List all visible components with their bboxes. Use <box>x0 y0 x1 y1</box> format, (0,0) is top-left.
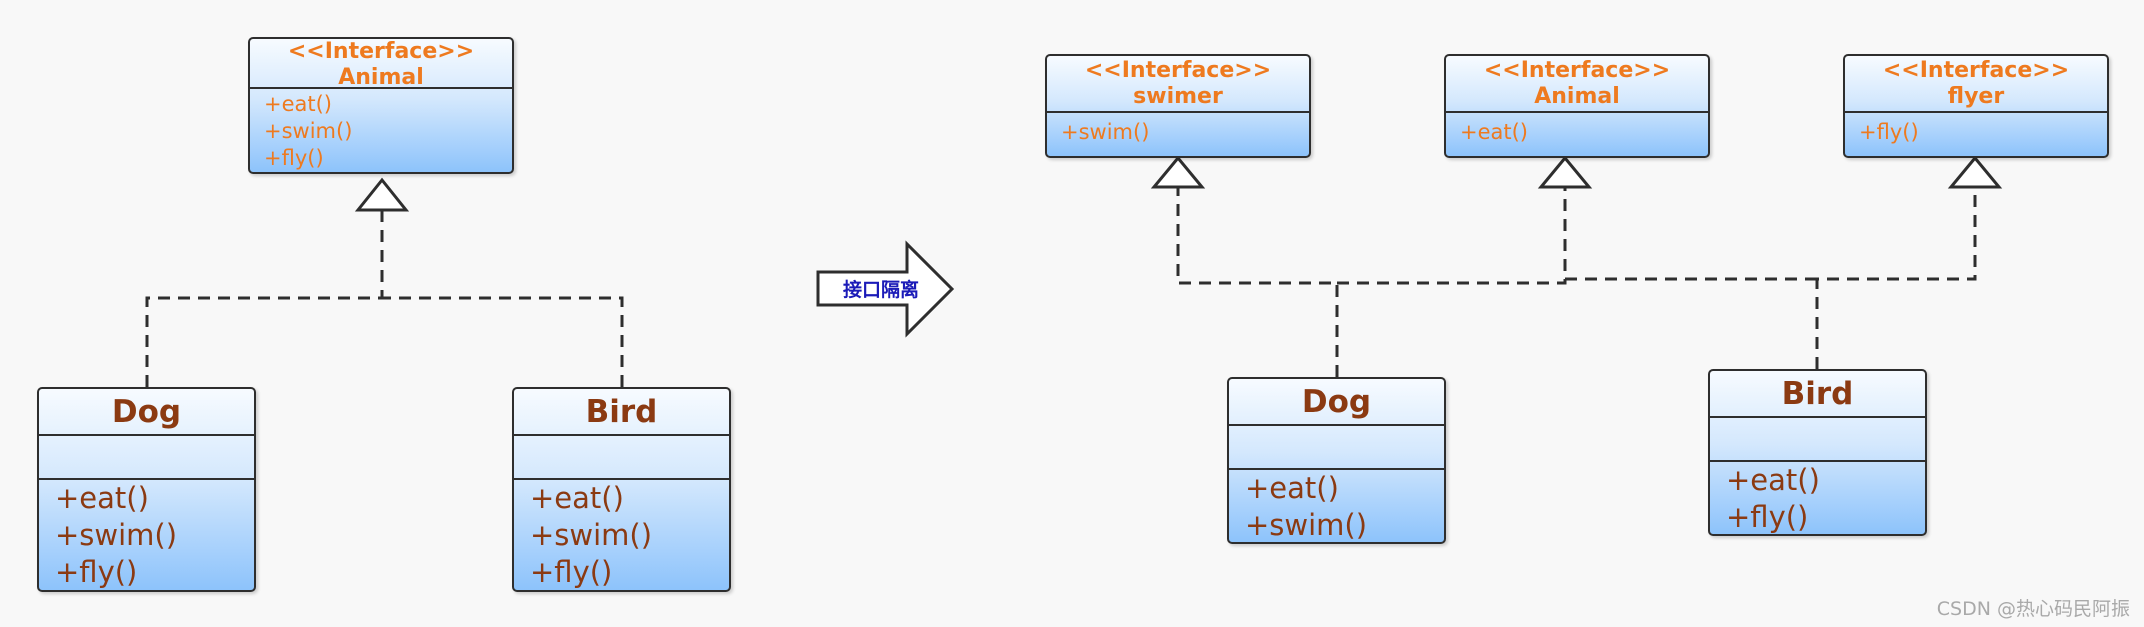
operation: +eat() <box>530 481 624 515</box>
operation: +eat() <box>1460 120 1529 144</box>
left-dog-realization-line <box>145 204 384 387</box>
swimer-interface[interactable]: <<Interface>> swimer +swim() <box>1045 54 1311 158</box>
stereotype-label: <<Interface>> <box>287 39 475 64</box>
stereotype-label: <<Interface>> <box>1483 58 1671 83</box>
right-dog-class[interactable]: Dog +eat() +swim() <box>1227 377 1446 544</box>
left-animal-triangle <box>354 177 410 212</box>
transform-arrow <box>816 240 955 338</box>
operation: +swim() <box>1061 120 1150 144</box>
operation: +fly() <box>55 555 138 589</box>
operation: +swim() <box>530 518 653 552</box>
operation: +eat() <box>55 481 149 515</box>
operation: +swim() <box>264 119 353 143</box>
stereotype-label: <<Interface>> <box>1084 58 1272 83</box>
operation: +fly() <box>1859 120 1919 144</box>
stereotype-label: <<Interface>> <box>1882 58 2070 83</box>
right-dog-realization-line <box>1176 186 1567 377</box>
operation: +swim() <box>55 518 178 552</box>
class-name: Dog <box>39 389 254 436</box>
class-name: Dog <box>1229 379 1444 426</box>
animal-interface[interactable]: <<Interface>> Animal +eat() <box>1444 54 1710 158</box>
operation: +fly() <box>1726 500 1809 534</box>
interface-name: swimer <box>1133 84 1223 109</box>
transform-arrow-label: 接口隔离 <box>843 279 920 301</box>
operation: +eat() <box>1245 471 1339 505</box>
class-name: Bird <box>514 389 729 436</box>
right-bird-realization-line <box>1565 186 1977 369</box>
operation: +fly() <box>264 146 324 170</box>
attributes-section <box>39 436 254 480</box>
interface-name: Animal <box>338 65 424 90</box>
left-bird-class[interactable]: Bird +eat() +swim() +fly() <box>512 387 731 592</box>
right-swimer-triangle <box>1150 155 1206 189</box>
operation: +swim() <box>1245 508 1368 542</box>
left-animal-interface[interactable]: <<Interface>> Animal +eat() +swim() +fly… <box>248 37 514 174</box>
watermark: CSDN @热心码民阿振 <box>1936 598 2130 620</box>
left-bird-realization-line <box>382 296 624 387</box>
left-dog-class[interactable]: Dog +eat() +swim() +fly() <box>37 387 256 592</box>
attributes-section <box>1710 418 1925 462</box>
operation: +eat() <box>1726 463 1820 497</box>
attributes-section <box>1229 426 1444 470</box>
right-bird-class[interactable]: Bird +eat() +fly() <box>1708 369 1927 536</box>
right-animal-triangle <box>1537 155 1593 189</box>
class-name: Bird <box>1710 371 1925 418</box>
interface-name: Animal <box>1534 84 1620 109</box>
right-flyer-triangle <box>1947 155 2003 189</box>
attributes-section <box>514 436 729 480</box>
operation: +fly() <box>530 555 613 589</box>
interface-name: flyer <box>1947 84 2005 109</box>
operation: +eat() <box>264 92 333 116</box>
flyer-interface[interactable]: <<Interface>> flyer +fly() <box>1843 54 2109 158</box>
